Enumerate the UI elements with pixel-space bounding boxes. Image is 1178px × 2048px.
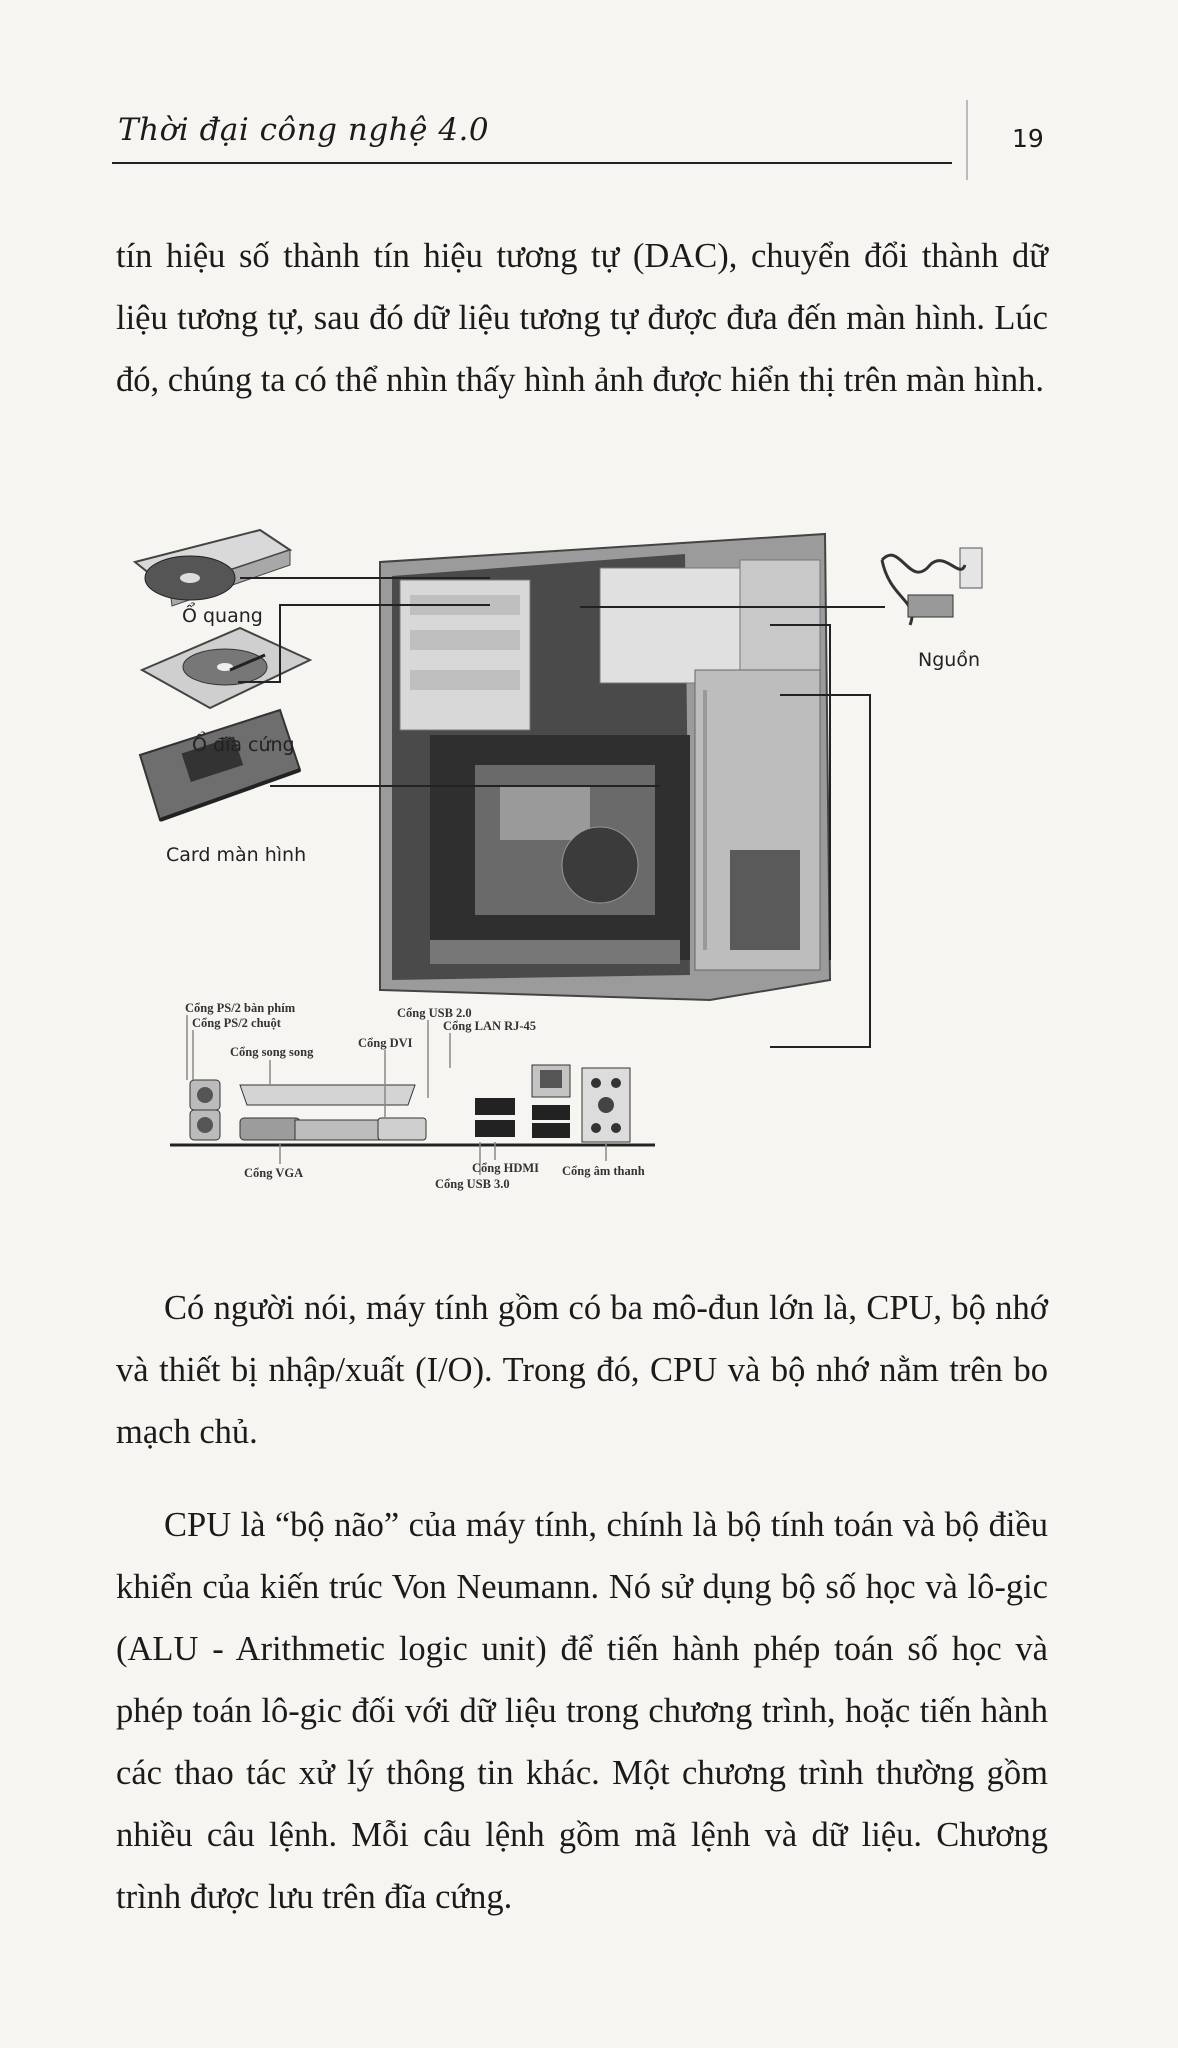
label-port-vga: Cổng VGA [244,1166,303,1180]
figure-illustration: Ổ quang Ổ đĩa cứng Card màn hình Nguồn [132,528,983,1191]
label-port-usb3: Cổng USB 3.0 [435,1177,510,1191]
label-graphics-card: Card màn hình [166,844,306,866]
label-port-hdmi: Cổng HDMI [472,1161,539,1175]
label-hard-disk: Ổ đĩa cứng [192,730,295,756]
label-optical-drive: Ổ quang [182,601,263,627]
io-panel-illustration [170,1064,655,1147]
power-supply-illustration [880,547,983,626]
label-port-dvi: Cổng DVI [358,1036,413,1050]
port-leader-lines [186,1015,607,1175]
header-rule [112,162,952,164]
computer-components-figure: Ổ quang Ổ đĩa cứng Card màn hình Nguồn [130,520,1030,1240]
optical-drive-illustration [132,528,293,607]
running-header-title: Thời đại công nghệ 4.0 [118,112,490,148]
label-port-audio: Cổng âm thanh [562,1164,645,1178]
hard-disk-illustration [139,626,313,710]
paragraph-2: Có người nói, máy tính gồm có ba mô-đun … [116,1289,1048,1451]
header-vertical-rule [966,100,968,180]
label-port-usb2: Cổng USB 2.0 [397,1006,472,1020]
label-power-supply: Nguồn [918,649,980,671]
page-number: 19 [1012,124,1044,153]
pc-case-illustration [379,532,832,1002]
label-port-lan: Cổng LAN RJ-45 [443,1019,536,1033]
label-port-parallel: Cổng song song [230,1045,314,1059]
paragraph-1: tín hiệu số thành tín hiệu tương tự (DAC… [116,237,1048,399]
paragraph-3: CPU là “bộ não” của máy tính, chính là b… [116,1506,1048,1916]
label-port-ps2-mouse: Cổng PS/2 chuột [192,1016,282,1030]
callout-lines [238,577,885,1048]
graphics-card-illustration [138,708,302,822]
label-port-ps2-keyboard: Cổng PS/2 bàn phím [185,1001,296,1015]
